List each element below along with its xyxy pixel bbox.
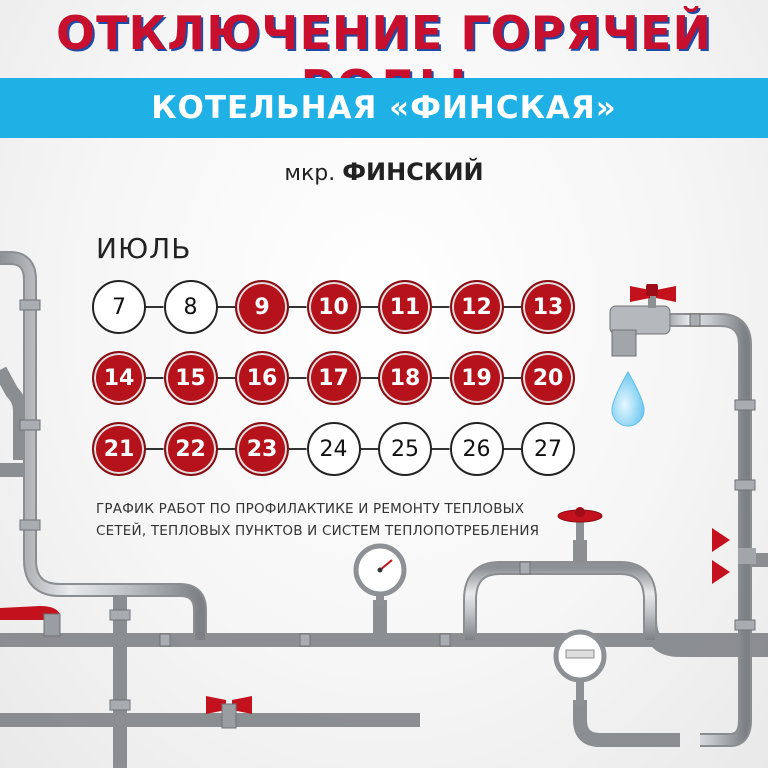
boiler-banner: КОТЕЛЬНАЯ «ФИНСКАЯ» bbox=[0, 78, 768, 138]
day-circle-outage: 15 bbox=[163, 351, 218, 405]
banner-text: КОТЕЛЬНАЯ «ФИНСКАЯ» bbox=[151, 90, 617, 126]
valve-handle-icon bbox=[557, 507, 603, 544]
day-circle-outage: 18 bbox=[378, 351, 432, 405]
water-meter-icon bbox=[553, 629, 607, 706]
day-circle-normal: 25 bbox=[378, 422, 432, 476]
day-circle-outage: 14 bbox=[92, 351, 146, 405]
district-label: мкр. ФИНСКИЙ bbox=[0, 158, 768, 186]
day-circle-outage: 20 bbox=[521, 351, 575, 405]
day-circle-normal: 27 bbox=[521, 422, 575, 476]
day-circle-outage: 22 bbox=[163, 422, 218, 476]
water-drop-icon bbox=[611, 370, 645, 427]
day-circle-normal: 24 bbox=[306, 422, 361, 476]
day-circle-outage: 16 bbox=[235, 351, 289, 405]
day-circle-normal: 26 bbox=[449, 422, 504, 476]
schedule-note-line-1: ГРАФИК РАБОТ ПО ПРОФИЛАКТИКЕ И РЕМОНТУ Т… bbox=[96, 501, 525, 517]
schedule-note-line-2: СЕТЕЙ, ТЕПЛОВЫХ ПУНКТОВ И СИСТЕМ ТЕПЛОПО… bbox=[96, 523, 540, 539]
month-label: ИЮЛЬ bbox=[96, 232, 192, 265]
day-circle-outage: 12 bbox=[449, 280, 504, 334]
day-circle-outage: 19 bbox=[449, 351, 504, 405]
faucet-icon bbox=[609, 284, 676, 357]
schedule-note: ГРАФИК РАБОТ ПО ПРОФИЛАКТИКЕ И РЕМОНТУ Т… bbox=[96, 498, 616, 542]
day-circle-normal: 8 bbox=[163, 280, 218, 334]
pressure-gauge-icon bbox=[353, 543, 407, 606]
day-circle-outage: 23 bbox=[235, 422, 289, 476]
district-prefix: мкр. bbox=[284, 161, 336, 186]
day-circle-outage: 13 bbox=[521, 280, 575, 334]
day-circle-normal: 7 bbox=[92, 280, 146, 334]
day-circle-outage: 11 bbox=[378, 280, 432, 334]
day-circle-outage: 9 bbox=[235, 280, 289, 334]
day-circle-outage: 17 bbox=[306, 351, 361, 405]
day-circle-outage: 10 bbox=[306, 280, 361, 334]
district-name: ФИНСКИЙ bbox=[342, 158, 484, 186]
day-circle-outage: 21 bbox=[92, 422, 146, 476]
